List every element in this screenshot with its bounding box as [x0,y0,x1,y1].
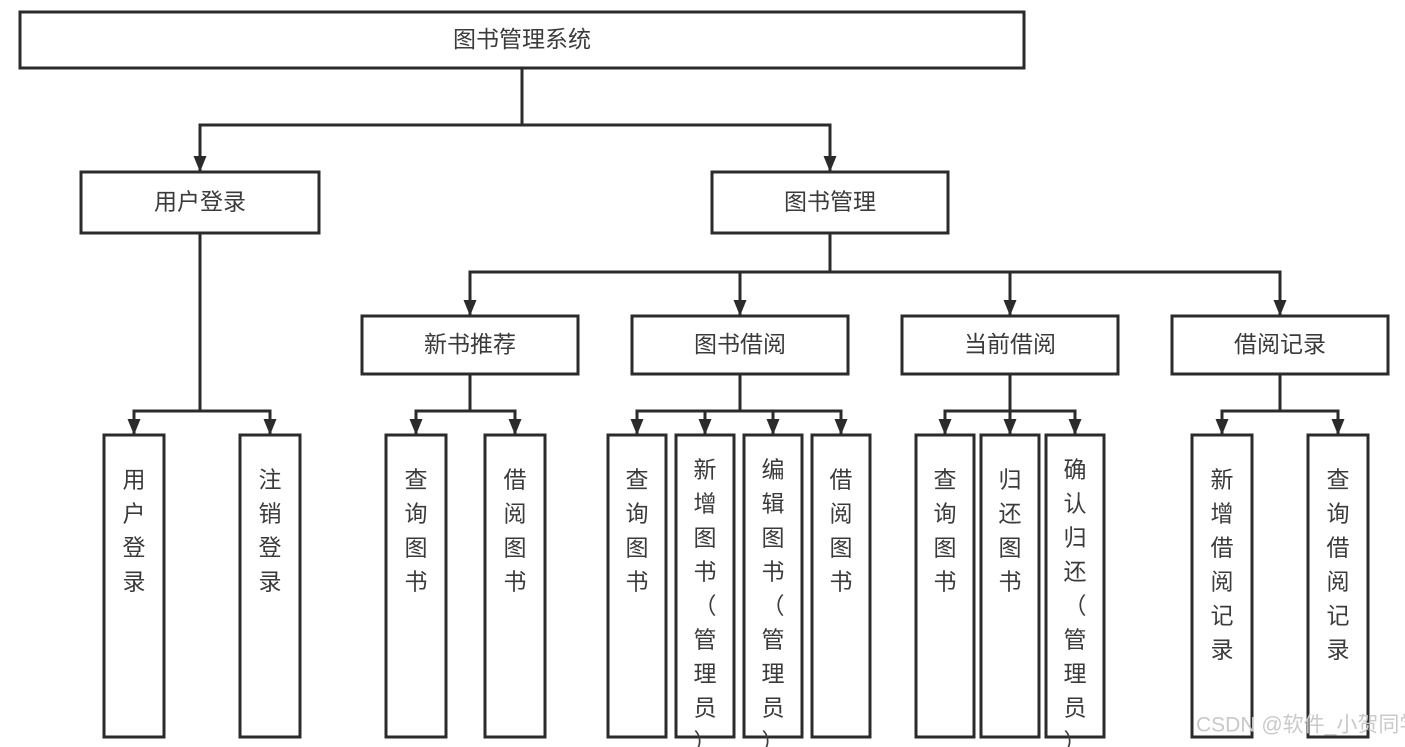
node-box [1044,433,1106,739]
node-leaf-edit-book[interactable]: 编辑图书（管理员） [742,433,804,747]
node-label: 查询图书 [934,466,957,594]
root-to-level1-arrow [193,156,207,172]
node-label: 归还图书 [999,466,1022,594]
node-leaf-return-book[interactable]: 归还图书 [979,433,1041,739]
node-label: 借阅图书 [504,466,527,594]
node-label: 借阅图书 [830,466,853,594]
node-box [360,314,580,376]
node-leaf-user-logout[interactable]: 注销登录 [238,433,302,739]
book-borrow-to-leaves-arrow [766,419,780,435]
node-root[interactable]: 图书管理系统 [18,10,1026,70]
node-box [483,433,547,739]
borrow-record-to-leaves-arrow [1215,419,1229,435]
book-borrow-to-leaves-arrow [630,419,644,435]
node-label: 查询图书 [405,466,428,594]
node-label: 图书借阅 [694,331,786,357]
node-layer: 图书管理系统用户登录图书管理新书推荐图书借阅当前借阅借阅记录用户登录注销登录查询… [18,10,1390,747]
watermark-label: CSDN @软件_小贺同学 [1196,714,1405,737]
node-user-login[interactable]: 用户登录 [79,170,321,235]
borrow-record-to-leaves-arrow [1331,419,1345,435]
node-box [238,433,302,739]
node-label: 图书管理 [784,189,876,215]
node-label: 确认归还（管理员） [1064,456,1087,747]
node-borrow-record[interactable]: 借阅记录 [1170,314,1390,376]
node-leaf-query-book-current[interactable]: 查询图书 [914,433,976,739]
current-borrow-to-leaves-arrow [1003,419,1017,435]
new-book-recommend-to-leaves-arrow [508,419,522,435]
node-box [1306,433,1370,739]
node-label: 新书推荐 [424,331,516,357]
node-label: 当前借阅 [964,331,1056,357]
book-borrow-to-leaves-arrow [834,419,848,435]
userlogin-to-leaves-arrow [127,419,141,435]
node-box [674,433,736,739]
node-box [79,170,321,235]
node-box [914,433,976,739]
node-box [630,314,850,376]
node-leaf-query-book-borrow[interactable]: 查询图书 [606,433,668,739]
node-label: 查询借阅记录 [1327,466,1350,662]
node-label: 用户登录 [123,466,146,594]
node-label: 注销登录 [259,466,282,594]
node-book-manage[interactable]: 图书管理 [710,170,950,235]
node-label: 用户登录 [154,189,246,215]
new-book-recommend-to-leaves-arrow [409,419,423,435]
node-leaf-query-book-rec[interactable]: 查询图书 [384,433,448,739]
node-box [900,314,1120,376]
bookmanage-to-level2-arrow [463,300,477,316]
node-leaf-query-borrow-record[interactable]: 查询借阅记录 [1306,433,1370,739]
node-leaf-add-borrow-record[interactable]: 新增借阅记录 [1190,433,1254,739]
bookmanage-to-level2-arrow [733,300,747,316]
node-current-borrow[interactable]: 当前借阅 [900,314,1120,376]
book-borrow-to-leaves-arrow [698,419,712,435]
node-box [1190,433,1254,739]
current-borrow-to-leaves-arrow [938,419,952,435]
node-label: 新增借阅记录 [1211,466,1234,662]
node-leaf-borrow-book[interactable]: 借阅图书 [810,433,872,739]
node-leaf-user-login[interactable]: 用户登录 [102,433,166,739]
watermark-layer: CSDN @软件_小贺同学 [1196,714,1405,737]
node-box [606,433,668,739]
node-label: 借阅记录 [1234,331,1326,357]
bookmanage-to-level2-arrow [1003,300,1017,316]
node-label: 新增图书（管理员） [694,456,717,747]
node-leaf-borrow-book-rec[interactable]: 借阅图书 [483,433,547,739]
node-box [18,10,1026,70]
node-box [1170,314,1390,376]
bookmanage-to-level2-arrow [1273,300,1287,316]
node-label: 查询图书 [626,466,649,594]
node-box [710,170,950,235]
node-box [742,433,804,739]
node-book-borrow[interactable]: 图书借阅 [630,314,850,376]
node-box [979,433,1041,739]
node-new-book-recommend[interactable]: 新书推荐 [360,314,580,376]
current-borrow-to-leaves-arrow [1068,419,1082,435]
node-box [810,433,872,739]
node-box [102,433,166,739]
connector-layer [127,66,1345,437]
node-box [384,433,448,739]
node-leaf-confirm-return[interactable]: 确认归还（管理员） [1044,433,1106,747]
node-leaf-add-book[interactable]: 新增图书（管理员） [674,433,736,747]
node-label: 图书管理系统 [453,26,591,52]
node-label: 编辑图书（管理员） [762,456,785,747]
userlogin-to-leaves-arrow [263,419,277,435]
root-to-level1-arrow [823,156,837,172]
